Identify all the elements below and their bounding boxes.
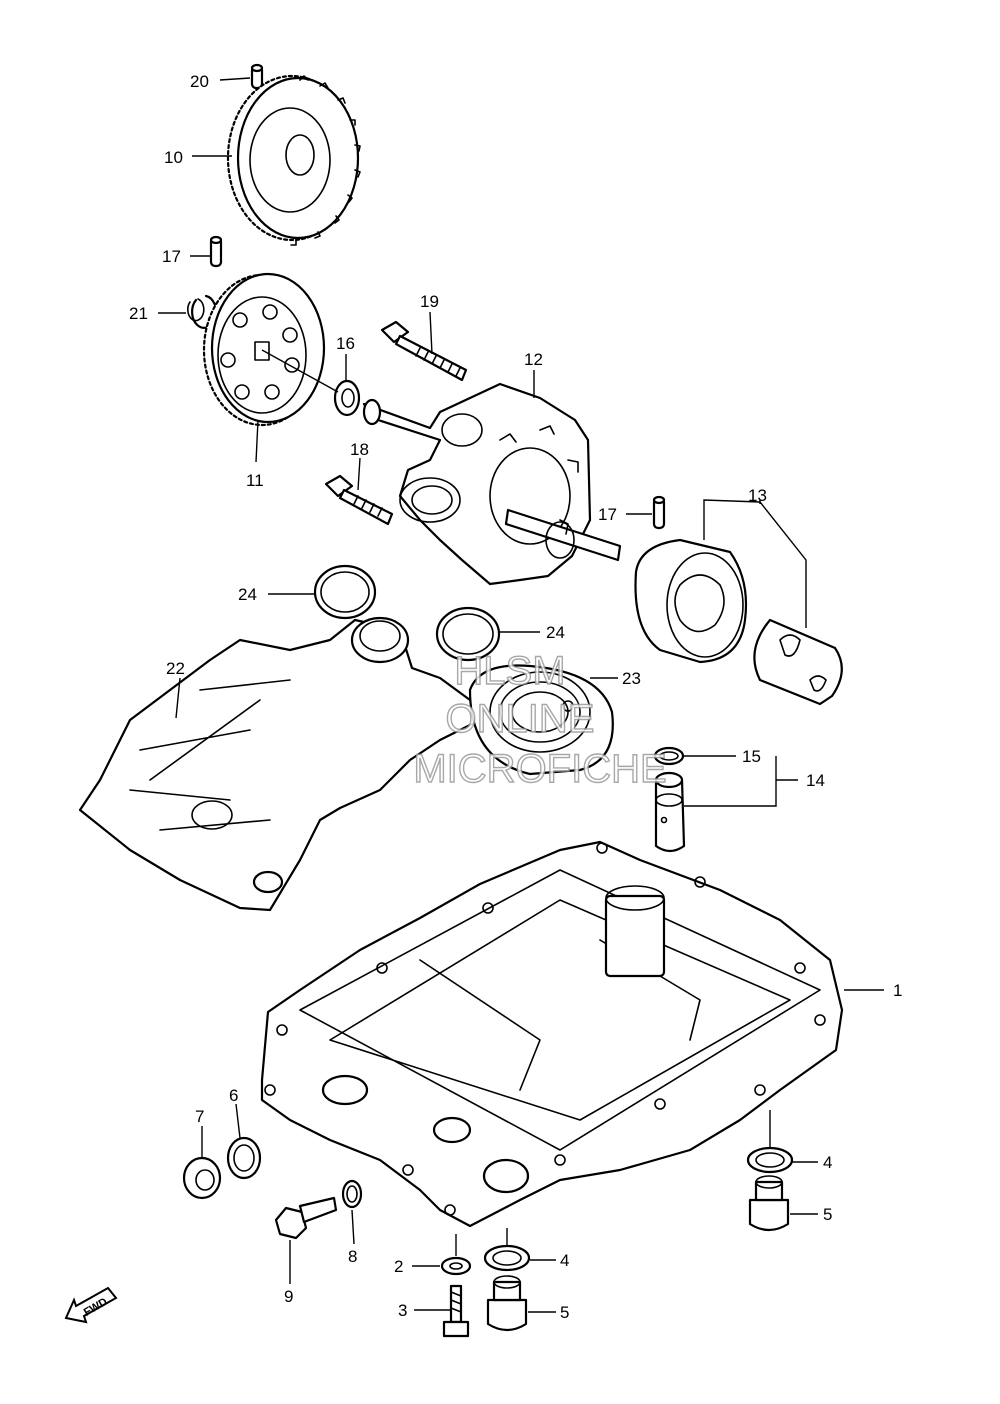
- callout-1: 1: [893, 981, 902, 1000]
- fwd-arrow-icon: FWD: [64, 1286, 118, 1324]
- part-23-oil-strainer[interactable]: [468, 664, 614, 776]
- callout-4-right: 4: [823, 1153, 832, 1172]
- part-7-plug[interactable]: [182, 1156, 222, 1200]
- part-19-bolt[interactable]: [380, 320, 468, 382]
- part-18-bolt[interactable]: [324, 474, 394, 526]
- callout-21: 21: [129, 304, 148, 323]
- callout-8: 8: [348, 1247, 357, 1266]
- part-3-bolt[interactable]: [442, 1284, 470, 1338]
- leader-lines: [158, 77, 884, 1313]
- callout-23: 23: [622, 669, 641, 688]
- watermark-line-2: ONLINE: [446, 697, 595, 741]
- part-15-o-ring[interactable]: [653, 746, 685, 766]
- callout-2: 2: [394, 1257, 403, 1276]
- callout-5-right: 5: [823, 1205, 832, 1224]
- part-4-gasket-right[interactable]: [746, 1146, 794, 1174]
- callout-13: 13: [748, 486, 767, 505]
- part-4-gasket-lower[interactable]: [483, 1244, 531, 1272]
- callout-9: 9: [284, 1287, 293, 1306]
- callouts: 20 10 17 21 19 16 12 18 11 13 17 24 24 2…: [129, 72, 902, 1322]
- part-9-bolt[interactable]: [274, 1196, 338, 1240]
- callout-11: 11: [246, 471, 264, 490]
- callout-4-lower: 4: [560, 1251, 569, 1270]
- callout-16: 16: [336, 334, 355, 353]
- part-14-pipe[interactable]: [654, 771, 686, 853]
- watermark-line-3: MICROFICHE: [413, 747, 666, 791]
- callout-6: 6: [229, 1086, 238, 1105]
- watermark-line-1: HLSM: [454, 649, 565, 693]
- part-6-gasket[interactable]: [226, 1136, 262, 1180]
- callout-20: 20: [190, 72, 209, 91]
- callout-18: 18: [350, 440, 369, 459]
- callout-7: 7: [195, 1107, 204, 1126]
- part-12-oil-pump[interactable]: [362, 382, 622, 586]
- callout-22: 22: [166, 659, 185, 678]
- part-13-rotor-set[interactable]: [634, 538, 843, 706]
- part-8-gasket[interactable]: [341, 1179, 363, 1209]
- callout-12: 12: [524, 350, 543, 369]
- part-24-o-ring-lower[interactable]: [435, 606, 501, 662]
- part-17-pin-left[interactable]: [209, 235, 223, 268]
- callout-24-lower: 24: [546, 623, 565, 642]
- part-2-washer[interactable]: [440, 1256, 472, 1276]
- callout-3: 3: [398, 1301, 407, 1320]
- part-1-oil-pan[interactable]: [260, 840, 844, 1228]
- part-11-gear[interactable]: [202, 272, 326, 427]
- callout-17-right: 17: [598, 505, 617, 524]
- part-5-drain-plug-right[interactable]: [748, 1175, 790, 1232]
- part-17-pin-right[interactable]: [652, 495, 666, 530]
- part-5-drain-plug-lower[interactable]: [486, 1275, 528, 1332]
- watermark: HLSM ONLINE MICROFICHE: [413, 648, 668, 791]
- part-10-gear[interactable]: [226, 74, 361, 246]
- callout-14: 14: [806, 771, 825, 790]
- callout-5-lower: 5: [560, 1303, 569, 1322]
- callout-15: 15: [742, 747, 761, 766]
- callout-17-left: 17: [162, 247, 181, 266]
- part-24-o-ring-upper[interactable]: [313, 564, 377, 620]
- callout-10: 10: [164, 148, 183, 167]
- callout-19: 19: [420, 292, 439, 311]
- part-16-washer[interactable]: [333, 379, 361, 417]
- part-20-pin[interactable]: [250, 63, 264, 90]
- callout-24-upper: 24: [238, 585, 257, 604]
